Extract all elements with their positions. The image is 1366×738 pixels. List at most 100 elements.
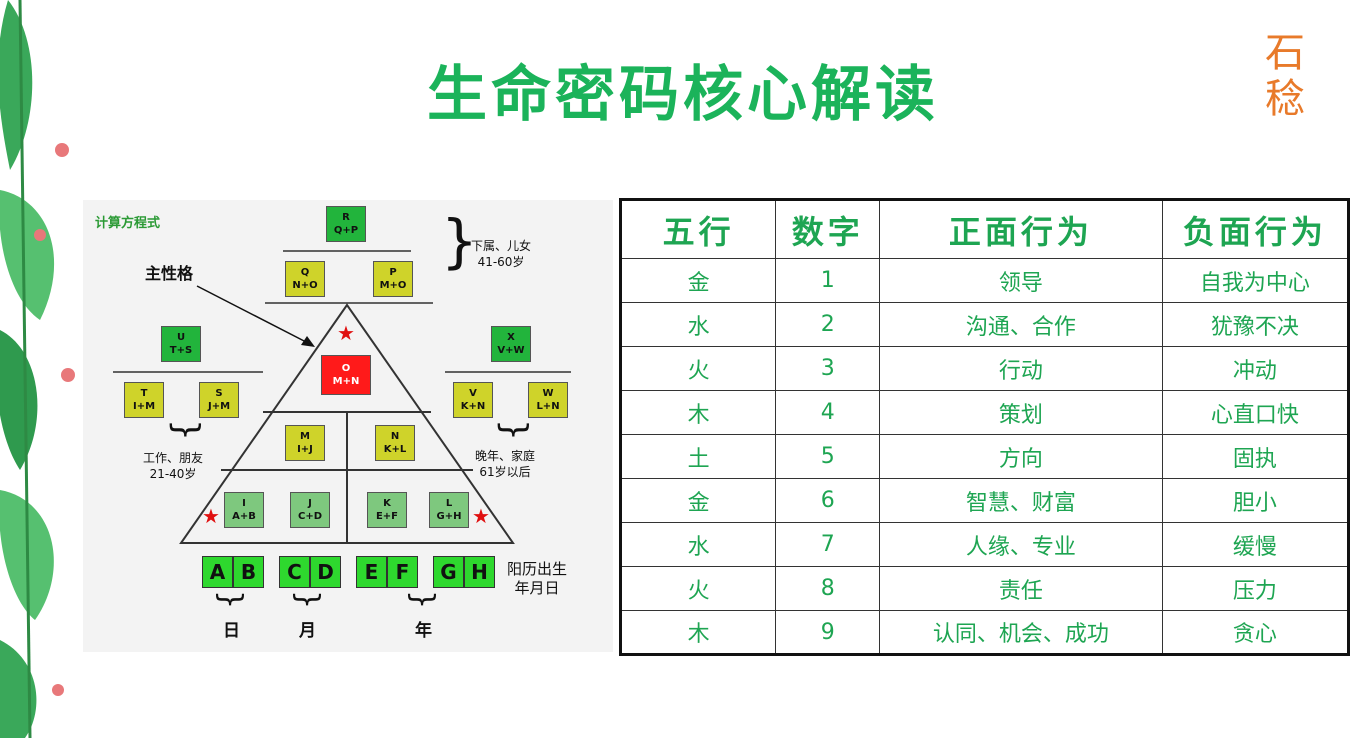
- year-label: 年: [415, 621, 432, 641]
- birth-label: 阳历出生 年月日: [507, 560, 567, 598]
- cell-number: 2: [775, 302, 881, 347]
- box-l-formula: G+H: [436, 511, 462, 522]
- box-w-name: W: [542, 388, 554, 399]
- cell-element: 火: [619, 566, 777, 611]
- cell-negative: 心直口快: [1161, 390, 1350, 435]
- box-o-name: O: [341, 363, 351, 374]
- cell-positive: 责任: [879, 566, 1163, 611]
- box-q: Q N+O: [285, 261, 325, 297]
- star-icon: ★: [472, 504, 490, 528]
- date-cell-c: C: [279, 556, 310, 588]
- box-q-name: Q: [300, 267, 310, 278]
- cell-negative: 自我为中心: [1161, 258, 1350, 303]
- logo-char-top: 石: [1265, 30, 1305, 76]
- box-i-name: I: [242, 498, 246, 509]
- header-element: 五行: [619, 199, 777, 259]
- calc-label: 计算方程式: [95, 216, 161, 231]
- box-v-formula: K+N: [460, 401, 486, 412]
- cell-positive: 领导: [879, 258, 1163, 303]
- box-p-formula: M+O: [379, 280, 407, 291]
- cell-positive: 认同、机会、成功: [879, 610, 1163, 655]
- date-cell-h: H: [464, 556, 495, 588]
- box-w: W L+N: [528, 382, 568, 418]
- cell-negative: 固执: [1161, 434, 1350, 479]
- day-label: 日: [223, 621, 240, 641]
- date-cell-d: D: [310, 556, 341, 588]
- late-age: 61岁以后: [479, 465, 531, 479]
- date-cell-f: F: [387, 556, 418, 588]
- cell-number: 4: [775, 390, 881, 435]
- late-text: 晚年、家庭: [475, 449, 536, 463]
- logo-char-bottom: 稔: [1265, 76, 1305, 122]
- subordinates-text: 下属、儿女: [471, 239, 532, 253]
- diagram-lines: [113, 250, 571, 544]
- box-k-formula: E+F: [375, 511, 399, 522]
- box-s-name: S: [215, 388, 223, 399]
- brace-month: }: [290, 589, 326, 610]
- date-cell-b: B: [233, 556, 264, 588]
- box-i: I A+B: [224, 492, 264, 528]
- box-n-formula: K+L: [383, 444, 407, 455]
- date-cell-e: E: [356, 556, 387, 588]
- cell-positive: 沟通、合作: [879, 302, 1163, 347]
- box-r-name: R: [342, 212, 350, 223]
- cell-positive: 人缘、专业: [879, 522, 1163, 567]
- box-o: O M+N: [321, 355, 371, 395]
- box-o-formula: M+N: [332, 376, 360, 387]
- cell-element: 火: [619, 346, 777, 391]
- cell-positive: 智慧、财富: [879, 478, 1163, 523]
- work-age: 21-40岁: [149, 467, 197, 481]
- star-icon: ★: [337, 321, 355, 345]
- cell-element: 金: [619, 478, 777, 523]
- box-v-name: V: [469, 388, 477, 399]
- date-cell-a: A: [202, 556, 233, 588]
- late-label: 晚年、家庭 61岁以后: [475, 448, 535, 480]
- cell-number: 8: [775, 566, 881, 611]
- box-t-name: T: [140, 388, 148, 399]
- work-label: 工作、朋友 21-40岁: [143, 450, 203, 482]
- cell-element: 木: [619, 610, 777, 655]
- box-w-formula: L+N: [536, 401, 560, 412]
- cell-element: 水: [619, 522, 777, 567]
- cell-number: 1: [775, 258, 881, 303]
- subordinates-label: 下属、儿女 41-60岁: [471, 238, 531, 270]
- brace-year: }: [405, 589, 441, 610]
- box-u: U T+S: [161, 326, 201, 362]
- cell-negative: 冲动: [1161, 346, 1350, 391]
- subordinates-age: 41-60岁: [477, 255, 525, 269]
- box-q-formula: N+O: [292, 280, 318, 291]
- cell-negative: 压力: [1161, 566, 1350, 611]
- box-i-formula: A+B: [232, 511, 256, 522]
- table-header-row: 五行 数字 正面行为 负面行为: [619, 199, 1350, 259]
- cell-negative: 缓慢: [1161, 522, 1350, 567]
- month-label: 月: [299, 621, 316, 641]
- header-number: 数字: [775, 199, 881, 259]
- box-x-formula: V+W: [497, 345, 525, 356]
- cell-element: 木: [619, 390, 777, 435]
- brace-right-mid: }: [493, 419, 534, 441]
- cell-number: 7: [775, 522, 881, 567]
- box-u-formula: T+S: [169, 345, 193, 356]
- box-m-name: M: [300, 431, 310, 442]
- star-icon: ★: [202, 504, 220, 528]
- logo: 石 稔: [1262, 30, 1308, 126]
- box-u-name: U: [176, 332, 186, 343]
